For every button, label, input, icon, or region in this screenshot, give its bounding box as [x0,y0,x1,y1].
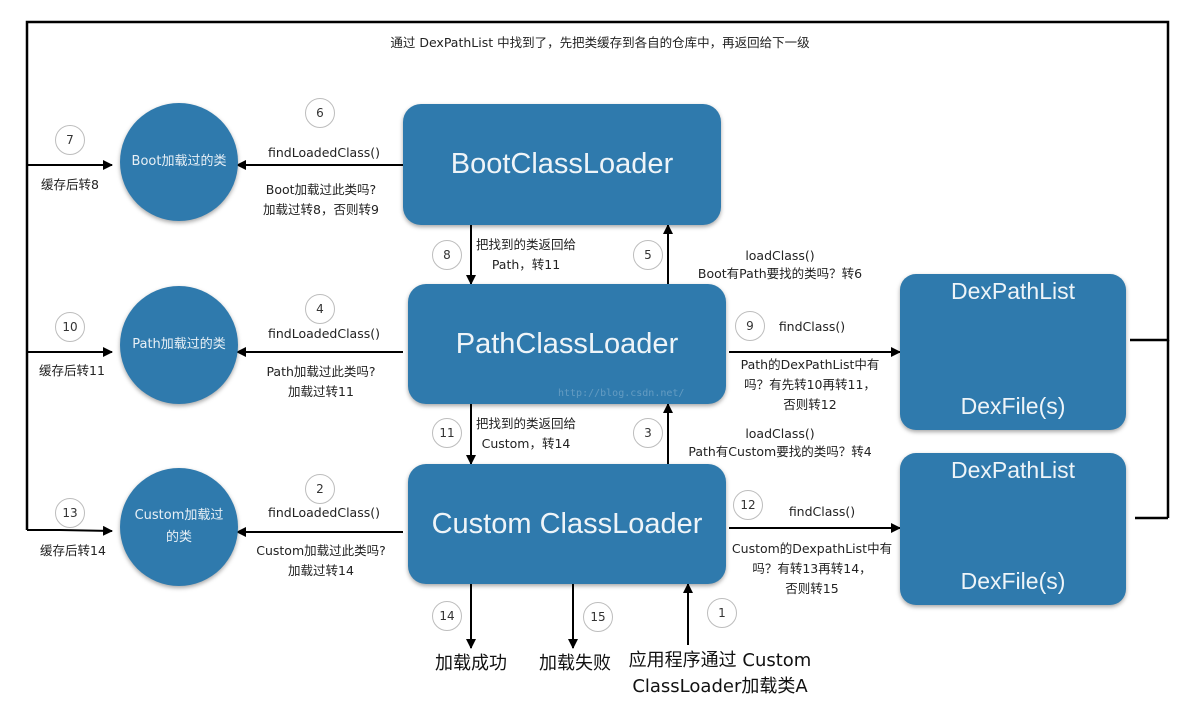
path-cache-label: Path加载过的类 [132,337,226,352]
path-dex-question-line2: 吗？有先转10再转11， [744,377,876,392]
cache-boot-label: 缓存后转8 [41,177,99,192]
custom-dex-question-line3: 否则转15 [785,581,839,596]
cache-path-label: 缓存后转11 [39,363,105,378]
path-question-line1: Path加载过此类吗? [266,364,376,379]
boot-cache-label: Boot加载过的类 [131,154,227,169]
top-caption: 通过 DexPathList 中找到了，先把类缓存到各自的仓库中，再返回给下一级 [390,35,810,50]
load-success-label: 加载成功 [435,653,507,674]
step-1-badge: 1 [707,598,737,628]
step-10-badge: 10 [55,312,85,342]
boot-question-line1: Boot加载过此类吗? [265,182,377,197]
boot-question-line2: 加载过转8，否则转9 [263,202,379,217]
return-to-path-line2: Path，转11 [491,257,561,272]
step-9-badge: 9 [735,311,765,341]
dex-path-list-label: DexPathList [950,278,1075,304]
load-class-path-line2: Path有Custom要找的类吗？转4 [688,444,872,459]
dex-path-list-node-path[interactable]: DexPathList DexFile(s) [900,274,1126,430]
path-question-line2: 加载过转11 [288,384,354,399]
return-to-custom-line1: 把找到的类返回给 [476,416,577,431]
find-loaded-class-boot-label: findLoadedClass() [268,145,380,160]
path-dex-question-line1: Path的DexPathList中有 [740,357,880,372]
step-5-badge: 5 [633,240,663,270]
app-start-line2: ClassLoader加载类A [632,676,808,697]
load-failure-label: 加载失败 [539,653,611,674]
dex-file-label: DexFile(s) [960,393,1066,419]
custom-cache-node[interactable]: Custom加载过的类 [120,468,238,586]
dex-path-list-node-custom[interactable]: DexPathList DexFile(s) [900,453,1126,605]
path-class-loader-label: PathClassLoader [455,327,679,360]
custom-dex-question-line1: Custom的DexpathList中有 [731,541,893,556]
step-2-badge: 2 [305,474,335,504]
boot-class-loader-node[interactable]: BootClassLoader [403,104,721,225]
step-8-badge: 8 [432,240,462,270]
load-class-boot-line1: loadClass() [745,248,815,263]
custom-cache-label: Custom加载过的类 [134,508,224,545]
find-class-path-label: findClass() [778,319,846,334]
step-15-badge: 15 [583,602,613,632]
step-4-badge: 4 [305,294,335,324]
custom-question-line2: 加载过转14 [288,563,354,578]
step-6-badge: 6 [305,98,335,128]
arrow-13 [27,525,113,536]
custom-class-loader-node[interactable]: Custom ClassLoader [408,464,726,584]
return-to-path-line1: 把找到的类返回给 [476,237,577,252]
app-start-line1: 应用程序通过 Custom [628,650,812,671]
path-class-loader-node[interactable]: PathClassLoader http://blog.csdn.net/ [408,284,726,404]
return-to-custom-line2: Custom，转14 [481,436,571,451]
boot-class-loader-label: BootClassLoader [450,148,674,180]
find-class-custom-label: findClass() [788,504,856,519]
path-cache-node[interactable]: Path加载过的类 [120,286,238,404]
custom-question-line1: Custom加载过此类吗? [256,543,386,558]
custom-class-loader-label: Custom ClassLoader [431,507,703,540]
find-loaded-class-path-label: findLoadedClass() [268,326,380,341]
step-13-badge: 13 [55,498,85,528]
cache-custom-label: 缓存后转14 [40,543,106,558]
step-7-badge: 7 [55,125,85,155]
find-loaded-class-custom-label: findLoadedClass() [268,505,380,520]
load-class-boot-line2: Boot有Path要找的类吗？转6 [697,266,863,281]
step-3-badge: 3 [633,418,663,448]
load-class-path-line1: loadClass() [745,426,815,441]
dex-path-list-label: DexPathList [950,457,1075,483]
step-11-badge: 11 [432,418,462,448]
dex-file-label: DexFile(s) [960,568,1066,594]
boot-cache-node[interactable]: Boot加载过的类 [120,103,238,221]
step-14-badge: 14 [432,601,462,631]
path-dex-question-line3: 否则转12 [783,397,837,412]
watermark: http://blog.csdn.net/ [558,388,685,399]
feedback-loop-line [25,20,1170,530]
custom-dex-question-line2: 吗？有转13再转14， [752,561,872,576]
step-12-badge: 12 [733,490,763,520]
